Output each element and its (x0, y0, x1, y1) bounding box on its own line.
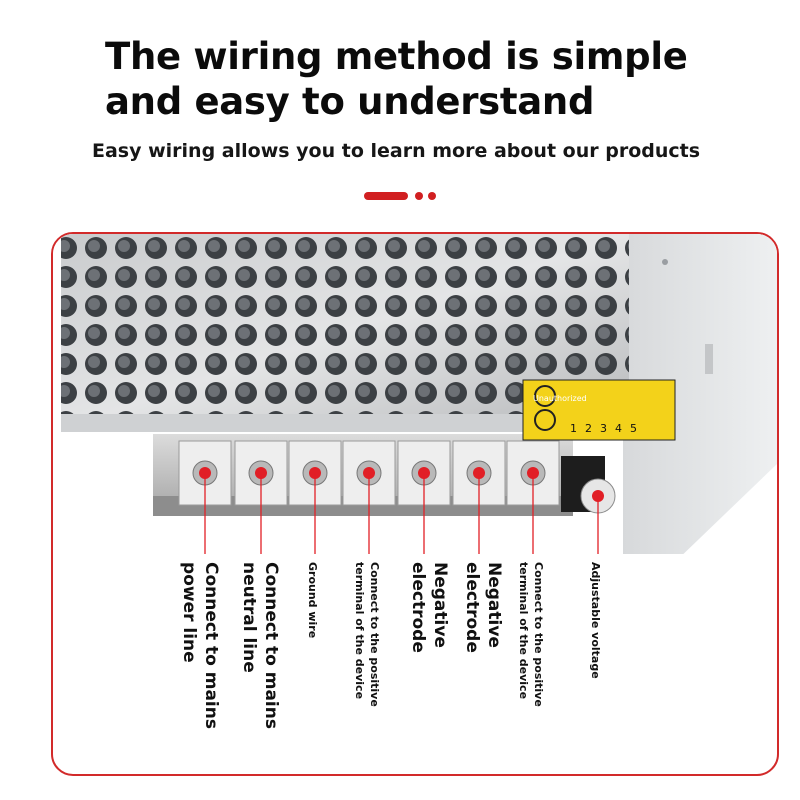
accent-dash (364, 192, 408, 200)
side-panel (623, 234, 777, 554)
leader-lines (204, 473, 599, 554)
label-sticker: Unauthorized 1 2 3 4 5 (522, 379, 676, 441)
accent-dot (415, 192, 423, 200)
sticker-text: Unauthorized (533, 394, 587, 403)
terminal-number: 4 (615, 422, 622, 435)
headline: The wiring method is simple and easy to … (105, 35, 688, 123)
terminal-number: 3 (600, 422, 607, 435)
power-supply-photo: Unauthorized 1 2 3 4 5 (53, 234, 777, 554)
screw (662, 259, 668, 265)
terminal-number: 5 (630, 422, 637, 435)
terminal-number: 1 (570, 422, 577, 435)
accent-dot (428, 192, 436, 200)
terminal-number: 2 (585, 422, 592, 435)
product-frame: Unauthorized 1 2 3 4 5 (51, 232, 779, 776)
decorative-dots (364, 192, 444, 202)
subheadline: Easy wiring allows you to learn more abo… (92, 140, 701, 162)
